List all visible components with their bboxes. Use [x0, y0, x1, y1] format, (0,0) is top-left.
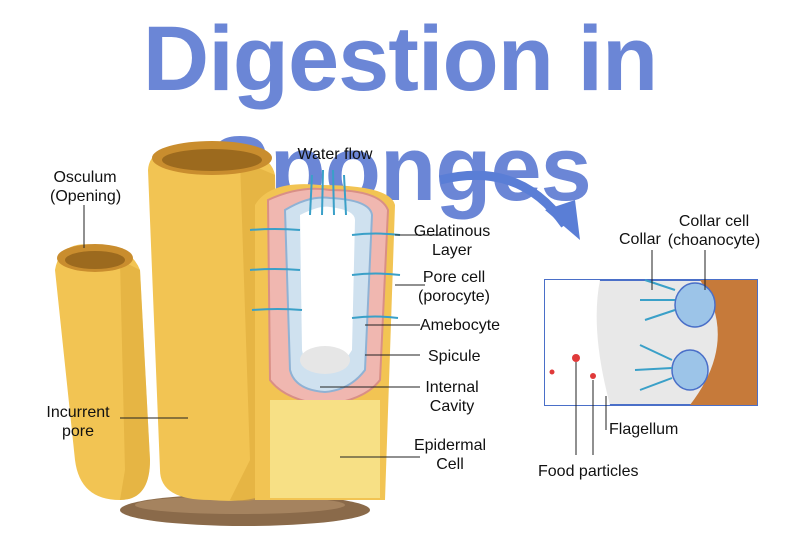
label-epidermal-cell: Epidermal Cell [413, 437, 487, 473]
inset-leader-lines [575, 250, 706, 455]
label-collar-cell: Collar cell (choanocyte) [667, 213, 761, 249]
label-internal-cavity: Internal Cavity [425, 379, 479, 415]
food-particle [590, 373, 596, 379]
label-flagellum: Flagellum [609, 421, 679, 438]
label-pore-cell: Pore cell (porocyte) [417, 269, 491, 305]
label-collar: Collar [619, 231, 661, 248]
label-osculum: Osculum (Opening) [50, 169, 122, 205]
label-amebocyte: Amebocyte [420, 317, 501, 334]
label-spicule: Spicule [428, 348, 481, 365]
zoom-arrow-head [545, 200, 580, 240]
page-title: Digestion in Sponges [142, 8, 658, 220]
zoom-arrow [438, 170, 569, 228]
label-gelatinous-layer: Gelatinous Layer [413, 223, 491, 259]
rock-highlight [135, 496, 345, 514]
choanocyte-inset [544, 279, 758, 406]
food-particle [549, 369, 555, 375]
label-incurrent-pore: Incurrent pore [46, 404, 110, 440]
sponge-small-tube [55, 244, 150, 500]
sponge-cross-section [255, 184, 395, 500]
leader-lines [83, 205, 440, 458]
label-water-flow: Water flow [297, 146, 373, 163]
label-food-particles: Food particles [538, 463, 639, 480]
water-flow-arrows [309, 169, 347, 216]
food-particle [572, 354, 580, 362]
